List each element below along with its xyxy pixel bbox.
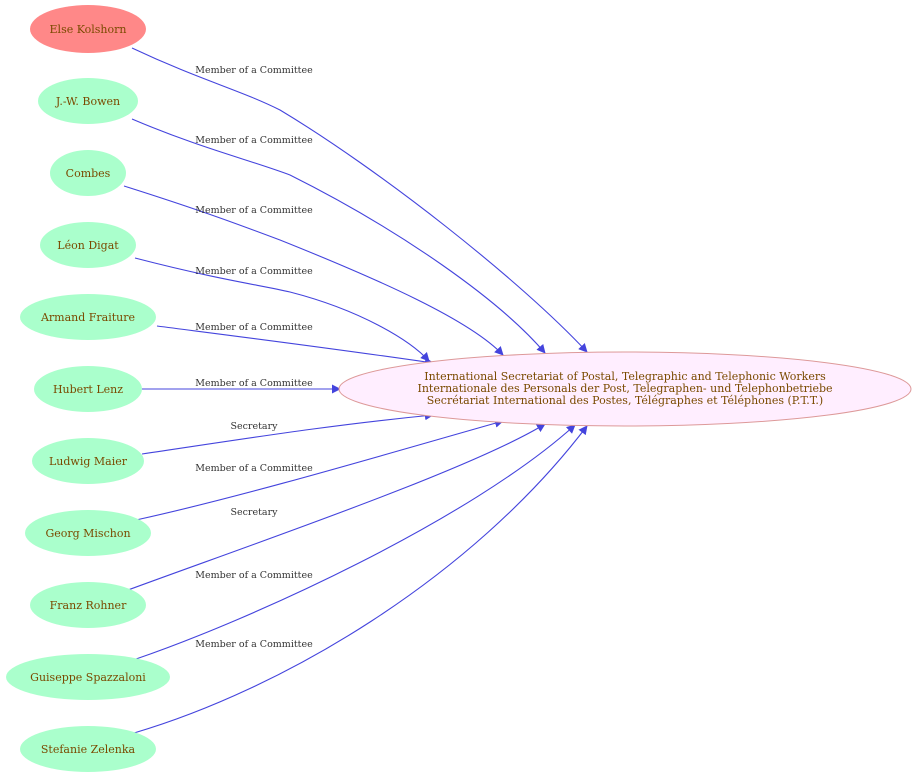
- person-node-georg-mischon[interactable]: Georg Mischon: [25, 510, 151, 556]
- edge-label-armand-fraiture: Member of a Committee: [195, 322, 313, 333]
- person-name: Léon Digat: [57, 239, 119, 252]
- edge-label-else-kolshorn: Member of a Committee: [195, 65, 313, 76]
- person-ellipse: [50, 150, 126, 196]
- person-name: Stefanie Zelenka: [41, 743, 136, 756]
- person-name: Georg Mischon: [45, 527, 130, 540]
- person-node-hubert-lenz[interactable]: Hubert Lenz: [34, 366, 142, 412]
- edge-label-guiseppe-spazzaloni: Member of a Committee: [195, 570, 313, 581]
- edge-j-w-bowen: [131, 118, 546, 354]
- edge-georg-mischon: [135, 418, 504, 521]
- person-ellipse: [38, 78, 138, 124]
- edge-else-kolshorn: [131, 47, 588, 353]
- person-node-combes[interactable]: Combes: [50, 150, 126, 196]
- person-node-franz-rohner[interactable]: Franz Rohner: [30, 582, 146, 628]
- person-name: Hubert Lenz: [53, 383, 123, 396]
- edge-franz-rohner: [127, 423, 546, 591]
- edge-label-stefanie-zelenka: Member of a Committee: [195, 639, 313, 650]
- edge-armand-fraiture: [156, 325, 434, 367]
- edge-stefanie-zelenka: [133, 425, 588, 734]
- edge-label-hubert-lenz: Member of a Committee: [195, 378, 313, 389]
- person-name: Combes: [66, 167, 111, 180]
- person-name: J.-W. Bowen: [55, 95, 120, 108]
- person-node-ludwig-maier[interactable]: Ludwig Maier: [32, 438, 144, 484]
- person-name: Armand Fraiture: [40, 311, 135, 324]
- person-ellipse: [30, 5, 146, 53]
- person-name: Franz Rohner: [50, 599, 127, 612]
- edge-label-leon-digat: Member of a Committee: [195, 266, 313, 277]
- person-ellipse: [25, 510, 151, 556]
- person-ellipse: [20, 294, 156, 340]
- edge-label-j-w-bowen: Member of a Committee: [195, 135, 313, 146]
- organization-node[interactable]: International Secretariat of Postal, Tel…: [338, 351, 912, 427]
- person-name: Else Kolshorn: [50, 23, 127, 36]
- person-node-j-w-bowen[interactable]: J.-W. Bowen: [38, 78, 138, 124]
- person-node-armand-fraiture[interactable]: Armand Fraiture: [20, 294, 156, 340]
- person-name: Guiseppe Spazzaloni: [30, 671, 146, 684]
- person-node-leon-digat[interactable]: Léon Digat: [40, 222, 136, 268]
- person-ellipse: [34, 366, 142, 412]
- edges-layer: [123, 47, 588, 734]
- organization-name-de: Internationale des Personals der Post, T…: [417, 382, 832, 395]
- person-ellipse: [32, 438, 144, 484]
- edge-combes: [123, 185, 504, 356]
- person-node-else-kolshorn[interactable]: Else Kolshorn: [30, 5, 146, 53]
- person-ellipse: [20, 726, 156, 772]
- edge-leon-digat: [134, 257, 430, 362]
- person-ellipse: [30, 582, 146, 628]
- person-ellipse: [40, 222, 136, 268]
- organization-ellipse: [338, 351, 912, 427]
- organization-name-fr: Secrétariat International des Postes, Té…: [427, 394, 823, 407]
- edge-label-ludwig-maier: Secretary: [230, 421, 278, 432]
- person-node-stefanie-zelenka[interactable]: Stefanie Zelenka: [20, 726, 156, 772]
- edge-ludwig-maier: [141, 411, 434, 455]
- person-ellipse: [6, 654, 170, 700]
- edge-guiseppe-spazzaloni: [135, 424, 576, 660]
- edge-label-georg-mischon: Member of a Committee: [195, 463, 313, 474]
- edge-label-franz-rohner: Secretary: [230, 507, 278, 518]
- person-node-guiseppe-spazzaloni[interactable]: Guiseppe Spazzaloni: [6, 654, 170, 700]
- person-name: Ludwig Maier: [49, 455, 128, 468]
- organization-name-en: International Secretariat of Postal, Tel…: [424, 370, 826, 383]
- edge-label-combes: Member of a Committee: [195, 205, 313, 216]
